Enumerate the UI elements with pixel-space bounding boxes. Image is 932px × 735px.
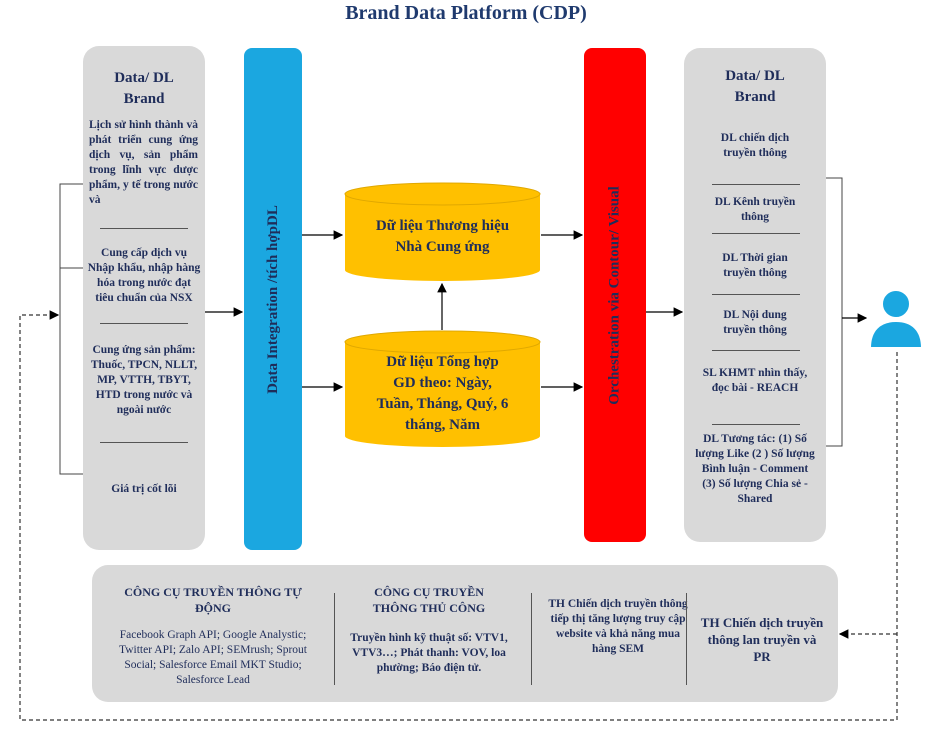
right-panel-title-line1: Data/ DL <box>725 68 785 84</box>
cylinder-brand-supplier-shape <box>344 182 541 281</box>
user-icon <box>868 288 924 350</box>
right-separator-2 <box>712 233 800 234</box>
right-separator-1 <box>712 184 800 185</box>
right-item-campaign: DL chiến dịch truyền thông <box>720 132 790 159</box>
cylinder-aggregate: Dữ liệu Tổng hợp GD theo: Ngày, Tuần, Th… <box>344 330 541 448</box>
right-separator-5 <box>712 424 800 425</box>
manual-tools-title: CÔNG CỤ TRUYỀN THÔNG THỦ CÔNG <box>372 585 486 615</box>
left-separator-2 <box>100 323 188 324</box>
diagram-title: Brand Data Platform (CDP) <box>345 2 587 24</box>
sem-campaign-text: TH Chiến dịch truyền thông tiếp thị tăng… <box>548 598 688 655</box>
right-item-interaction: DL Tương tác: (1) Số lượng Like (2 ) Số … <box>695 433 815 505</box>
right-item-reach: SL KHMT nhìn thấy, đọc bài - REACH <box>702 367 808 394</box>
left-item-core-values: Giá trị cốt lõi <box>111 483 177 495</box>
orchestration-bar: Orchestration via Contour/ Visual <box>584 48 646 542</box>
cylinder-brand-supplier: Dữ liệu Thương hiệu Nhà Cung ứng <box>344 182 541 282</box>
right-data-panel: Data/ DL Brand DL chiến dịch truyền thôn… <box>684 48 826 542</box>
cylinder-aggregate-shape <box>344 330 541 447</box>
bottom-separator-1 <box>334 593 335 685</box>
left-item-history: Lịch sử hình thành và phát triển cung ứn… <box>89 119 198 206</box>
auto-tools-title: CÔNG CỤ TRUYỀN THÔNG TỰ ĐỘNG <box>124 585 302 615</box>
cylinder-brand-supplier-line2: Nhà Cung ứng <box>395 239 490 255</box>
right-separator-3 <box>712 294 800 295</box>
right-item-time: DL Thời gian truyền thông <box>722 252 788 279</box>
bottom-separator-3 <box>686 593 687 685</box>
manual-tools-text: Truyền hình kỹ thuật số: VTV1, VTV3…; Ph… <box>350 632 508 674</box>
cylinder-aggregate-line3: Tuần, Tháng, Quý, 6 <box>376 396 509 412</box>
left-separator-3 <box>100 442 188 443</box>
right-separator-4 <box>712 350 800 351</box>
cylinder-aggregate-line2: GD theo: Ngày, <box>393 375 492 391</box>
left-panel-title-line2: Brand <box>123 91 165 107</box>
left-panel-title-line1: Data/ DL <box>114 70 174 86</box>
right-item-content: DL Nội dung truyền thông <box>723 309 787 336</box>
bottom-separator-2 <box>531 593 532 685</box>
right-bracket <box>826 177 843 447</box>
cylinder-aggregate-line4: tháng, Năm <box>404 417 480 433</box>
left-data-panel: Data/ DL Brand Lịch sử hình thành và phá… <box>83 46 205 550</box>
right-item-channel: DL Kênh truyền thông <box>714 196 796 223</box>
data-integration-bar: Data Integration /tích hợpDL <box>244 48 302 550</box>
right-panel-title-line2: Brand <box>734 89 776 105</box>
bottom-tools-panel: CÔNG CỤ TRUYỀN THÔNG TỰ ĐỘNG Facebook Gr… <box>92 565 838 702</box>
left-separator-1 <box>100 228 188 229</box>
left-item-products: Cung ứng sản phẩm: Thuốc, TPCN, NLLT, MP… <box>90 344 198 416</box>
dashed-feedback-loop <box>19 310 898 721</box>
pr-campaign-text: TH Chiến dịch truyền thông lan truyền và… <box>700 615 824 664</box>
cylinder-brand-supplier-line1: Dữ liệu Thương hiệu <box>375 218 510 234</box>
left-bracket <box>59 183 83 475</box>
auto-tools-text: Facebook Graph API; Google Analystic; Tw… <box>119 629 307 686</box>
cylinder-aggregate-line1: Dữ liệu Tổng hợp <box>386 354 499 370</box>
left-item-import: Cung cấp dịch vụ Nhập khẩu, nhập hàng hó… <box>87 247 201 304</box>
